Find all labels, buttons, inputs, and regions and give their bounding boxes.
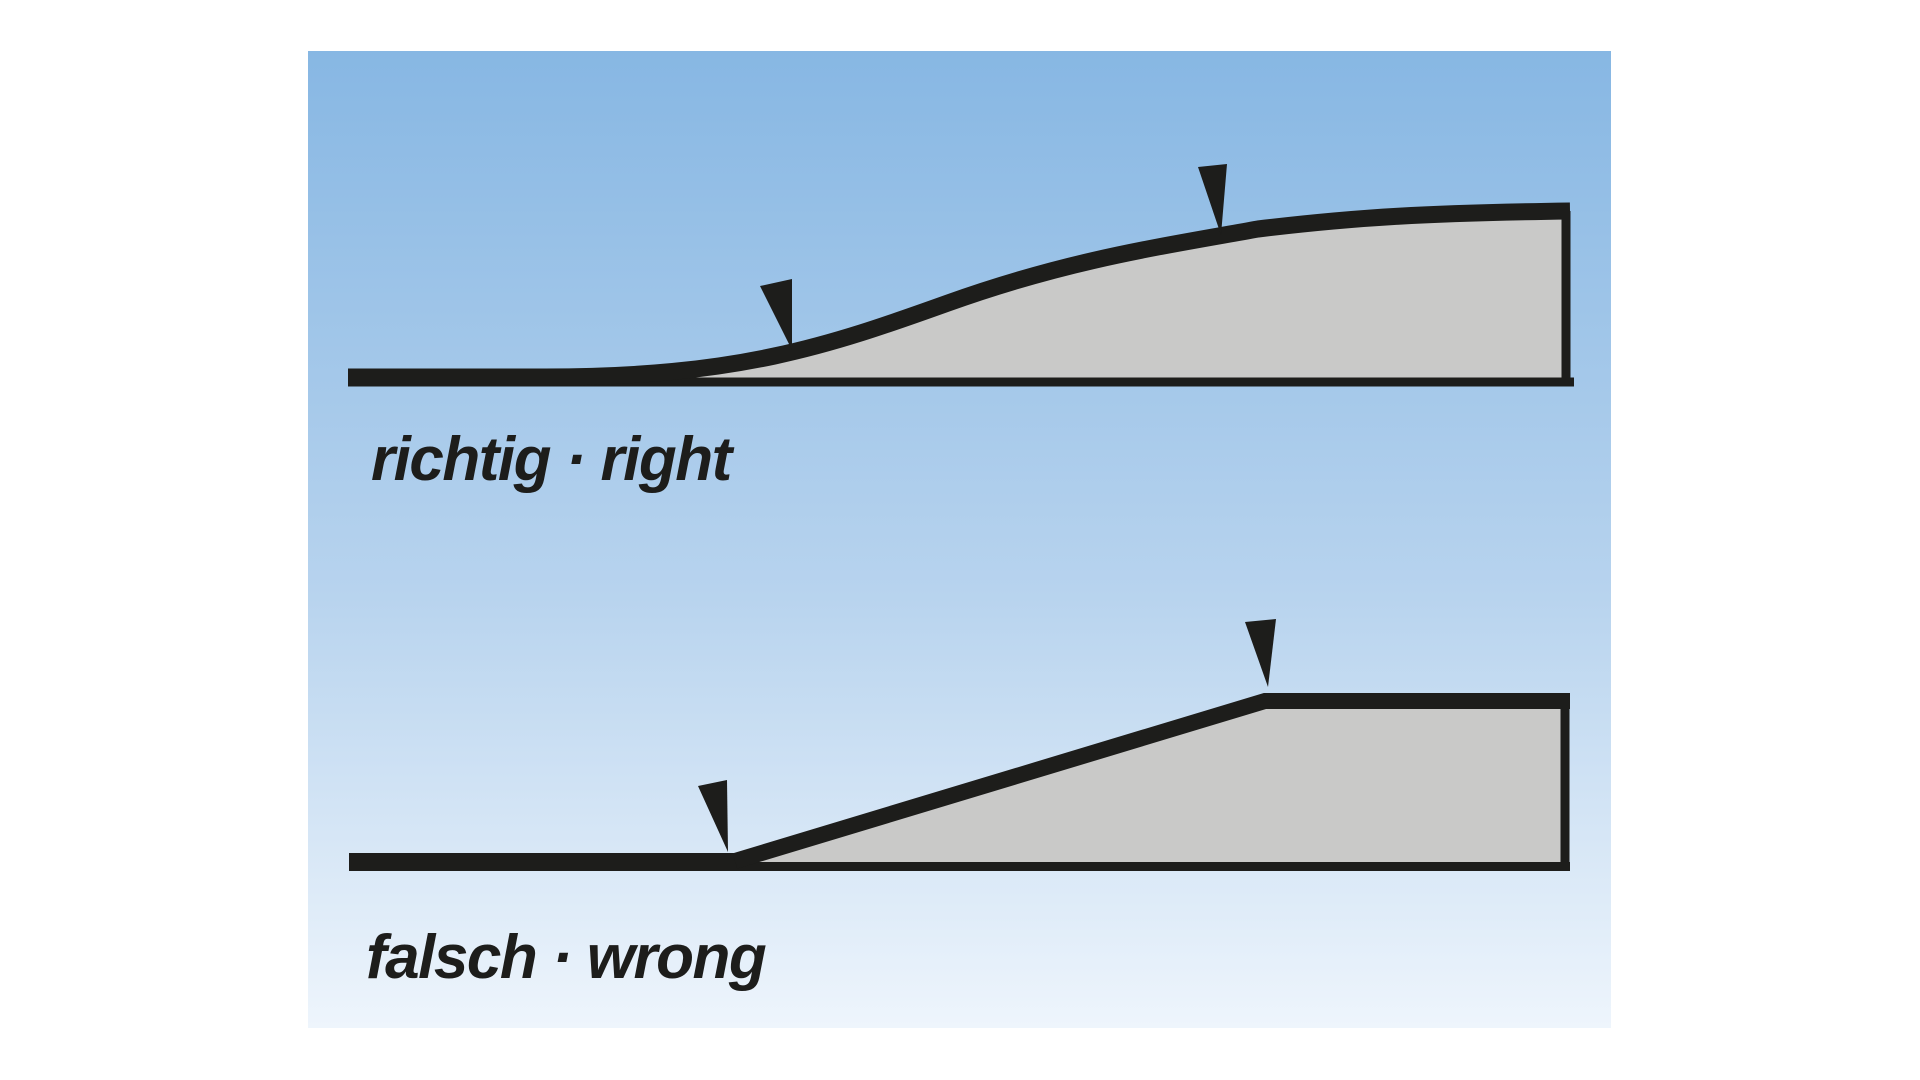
- transition-start-marker-icon: [698, 780, 728, 852]
- caption-richtig-right: richtig · right: [371, 425, 732, 494]
- transition-end-marker-icon: [1198, 164, 1227, 235]
- diagram-panel: richtig · right falsch · wrong: [308, 51, 1611, 1028]
- caption-falsch-wrong: falsch · wrong: [366, 923, 767, 992]
- grade-line-smooth: [348, 202, 1571, 386]
- transition-start-marker-icon: [760, 279, 792, 350]
- correct-gradient-figure: [348, 164, 1574, 387]
- transition-end-marker-icon: [1245, 619, 1276, 687]
- figure-canvas: [348, 164, 1574, 871]
- wrong-gradient-figure: [349, 619, 1570, 871]
- hill-fill: [735, 702, 1567, 866]
- hill-fill: [545, 211, 1567, 382]
- grade-line-angular: [732, 693, 1570, 869]
